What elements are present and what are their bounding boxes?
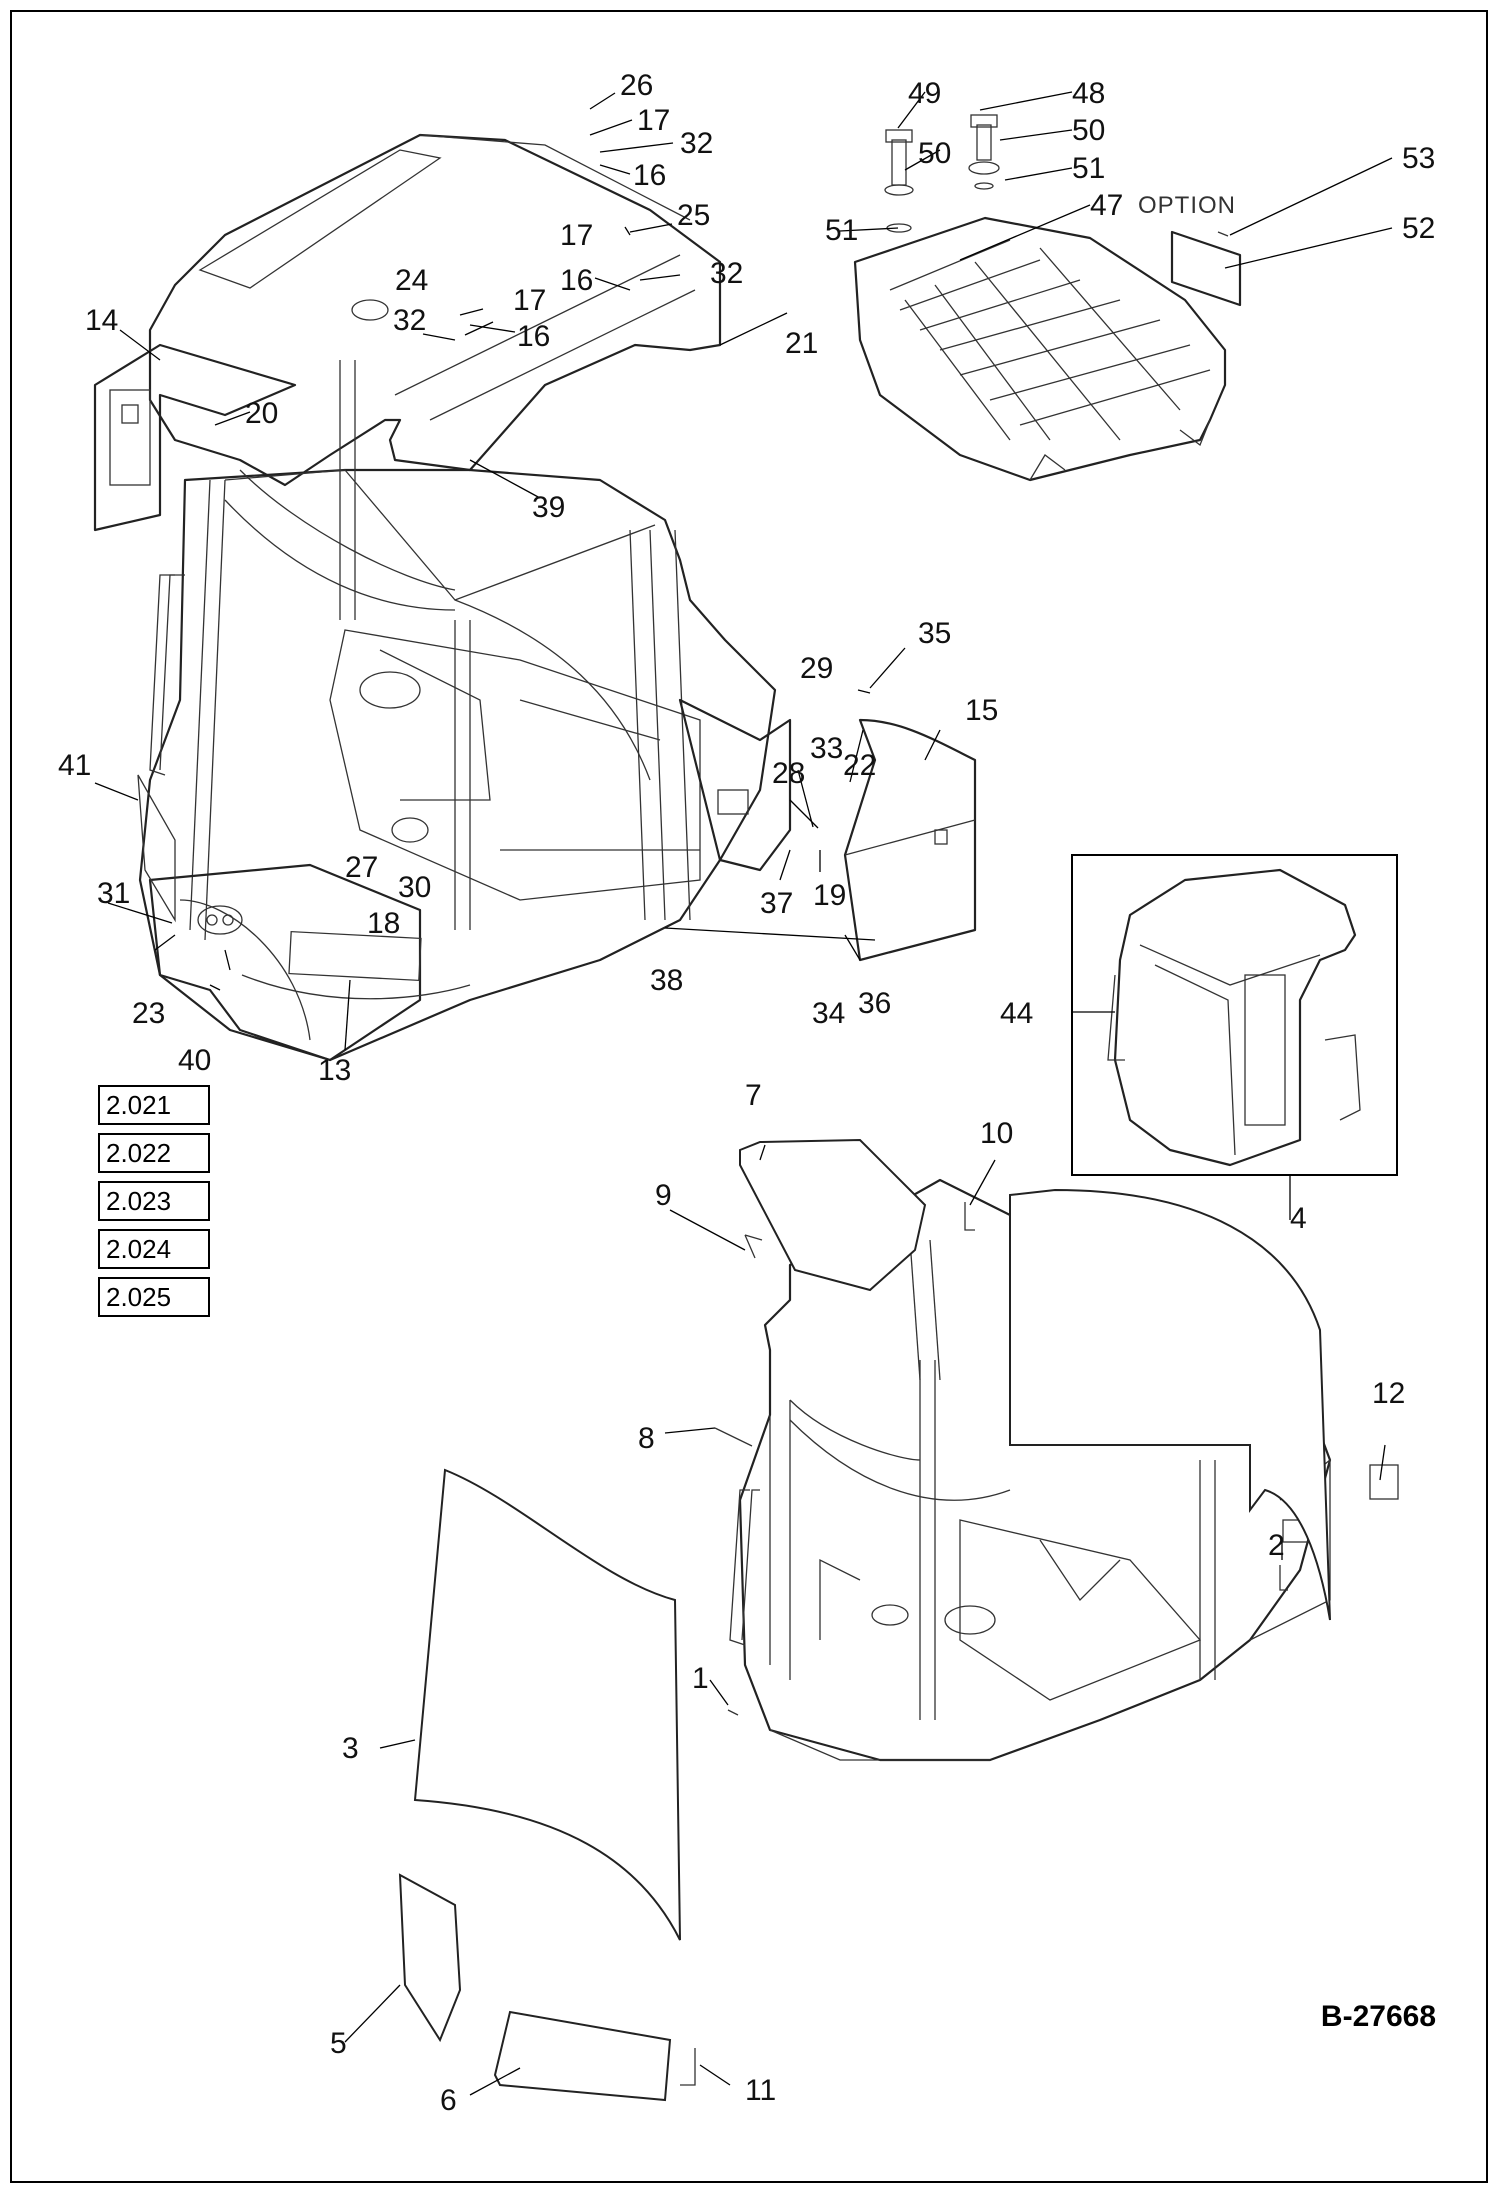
page-ref-box: 2.021: [98, 1085, 210, 1125]
callout-15: 15: [965, 694, 998, 727]
callout-17: 17: [513, 284, 546, 317]
callout-13: 13: [318, 1054, 351, 1087]
callout-32: 32: [393, 304, 426, 337]
callout-12: 12: [1372, 1377, 1405, 1410]
callout-35: 35: [918, 617, 951, 650]
callout-40: 40: [178, 1044, 211, 1077]
callout-24: 24: [395, 264, 428, 297]
callout-25: 25: [677, 199, 710, 232]
upper-cab-frame: [93, 133, 977, 1062]
callout-17: 17: [637, 104, 670, 137]
leader-lines: [94, 91, 1393, 2096]
callout-labels: 26 17 32 16 17 25 16 32 24 17 32 16 21 1…: [58, 69, 1435, 2117]
callout-22: 22: [843, 749, 876, 782]
callout-27: 27: [345, 851, 378, 884]
callout-23: 23: [132, 997, 165, 1030]
page-ref-box: 2.025: [98, 1277, 210, 1317]
callout-32: 32: [680, 127, 713, 160]
callout-4: 4: [1290, 1202, 1307, 1235]
lower-cab-frame: [398, 1138, 1399, 2102]
callout-51: 51: [1072, 152, 1105, 185]
callout-1: 1: [692, 1662, 709, 1695]
callout-53: 53: [1402, 142, 1435, 175]
callout-36: 36: [858, 987, 891, 1020]
callout-29: 29: [800, 652, 833, 685]
callout-30: 30: [398, 871, 431, 904]
callout-34: 34: [812, 997, 845, 1030]
inset-cab-view: [1071, 854, 1398, 1176]
diagram-number: B-27668: [1320, 2000, 1436, 2033]
callout-50: 50: [1072, 114, 1105, 147]
callout-48: 48: [1072, 77, 1105, 110]
callout-2: 2: [1268, 1529, 1285, 1562]
callout-28: 28: [772, 757, 805, 790]
callout-38: 38: [650, 964, 683, 997]
callout-33: 33: [810, 732, 843, 765]
callout-16: 16: [517, 320, 550, 353]
callout-20: 20: [245, 397, 278, 430]
callout-19: 19: [813, 879, 846, 912]
callout-44: 44: [1000, 997, 1033, 1030]
option-label: OPTION: [1138, 192, 1236, 219]
callout-31: 31: [97, 877, 130, 910]
callout-5: 5: [330, 2027, 347, 2060]
callout-51: 51: [825, 214, 858, 247]
callout-3: 3: [342, 1732, 359, 1765]
callout-17: 17: [560, 219, 593, 252]
callout-6: 6: [440, 2084, 457, 2117]
callout-26: 26: [620, 69, 653, 102]
callout-11: 11: [745, 2074, 776, 2107]
page-ref-box: 2.024: [98, 1229, 210, 1269]
roof-guard-grid: [853, 114, 1242, 482]
callout-10: 10: [980, 1117, 1013, 1150]
callout-41: 41: [58, 749, 91, 782]
callout-37: 37: [760, 887, 793, 920]
callout-32: 32: [710, 257, 743, 290]
callout-16: 16: [560, 264, 593, 297]
page-border: [10, 10, 1488, 2183]
callout-47: 47: [1090, 189, 1123, 222]
callout-18: 18: [367, 907, 400, 940]
page-ref-box: 2.022: [98, 1133, 210, 1173]
callout-21: 21: [785, 327, 818, 360]
page-ref-box: 2.023: [98, 1181, 210, 1221]
callout-7: 7: [745, 1079, 762, 1112]
callout-50: 50: [918, 137, 951, 170]
callout-16: 16: [633, 159, 666, 192]
callout-9: 9: [655, 1179, 672, 1212]
callout-8: 8: [638, 1422, 655, 1455]
callout-39: 39: [532, 491, 565, 524]
callout-52: 52: [1402, 212, 1435, 245]
callout-49: 49: [908, 77, 941, 110]
callout-14: 14: [85, 304, 118, 337]
